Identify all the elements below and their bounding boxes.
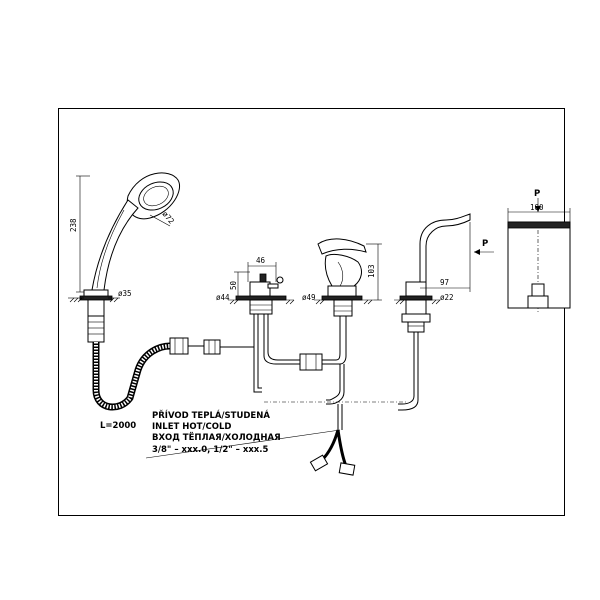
inlet-note-line3: ВХОД ТЁПЛАЯ/ХОЛОДНАЯ <box>152 432 281 443</box>
inlet-hoses <box>145 404 356 476</box>
drawing-frame <box>58 108 565 516</box>
mixer-height-label: 103 <box>367 264 376 278</box>
arrow-p-top-label: P <box>534 189 540 199</box>
diverter-width-label: 46 <box>256 256 266 265</box>
spout-reach-label: 97 <box>440 278 449 287</box>
spout-width-label: 100 <box>530 203 544 212</box>
spout-diameter-label: ø22 <box>440 293 454 302</box>
spout-top-view: P 100 <box>507 189 571 312</box>
mixer: ø49 103 <box>264 238 408 405</box>
spout: ø22 97 P <box>394 213 494 411</box>
mixer-diameter-label: ø49 <box>302 293 316 302</box>
diverter-diameter-label: ø44 <box>216 293 230 302</box>
inlet-note-line4: 3/8" – xxx.0, 1/2" – xxx.5 <box>152 445 269 455</box>
hand-shower: ø72 238 ø35 <box>68 172 180 343</box>
diverter: 46 50 ø44 <box>216 256 300 393</box>
inlet-note-line2: INLET HOT/COLD <box>152 422 231 432</box>
arrow-p-side-label: P <box>482 239 488 249</box>
handle-base-diameter-label: ø35 <box>118 289 132 298</box>
hose-length-label: L=2000 <box>100 421 136 431</box>
inlet-note-line1: PŘÍVOD TEPLÁ/STUDENÁ <box>152 409 270 421</box>
diverter-height-label: 50 <box>229 280 238 290</box>
inlet-note: PŘÍVOD TEPLÁ/STUDENÁ INLET HOT/COLD ВХОД… <box>152 409 281 455</box>
hose: L=2000 <box>92 337 248 431</box>
handshower-height-label: 238 <box>69 218 78 232</box>
